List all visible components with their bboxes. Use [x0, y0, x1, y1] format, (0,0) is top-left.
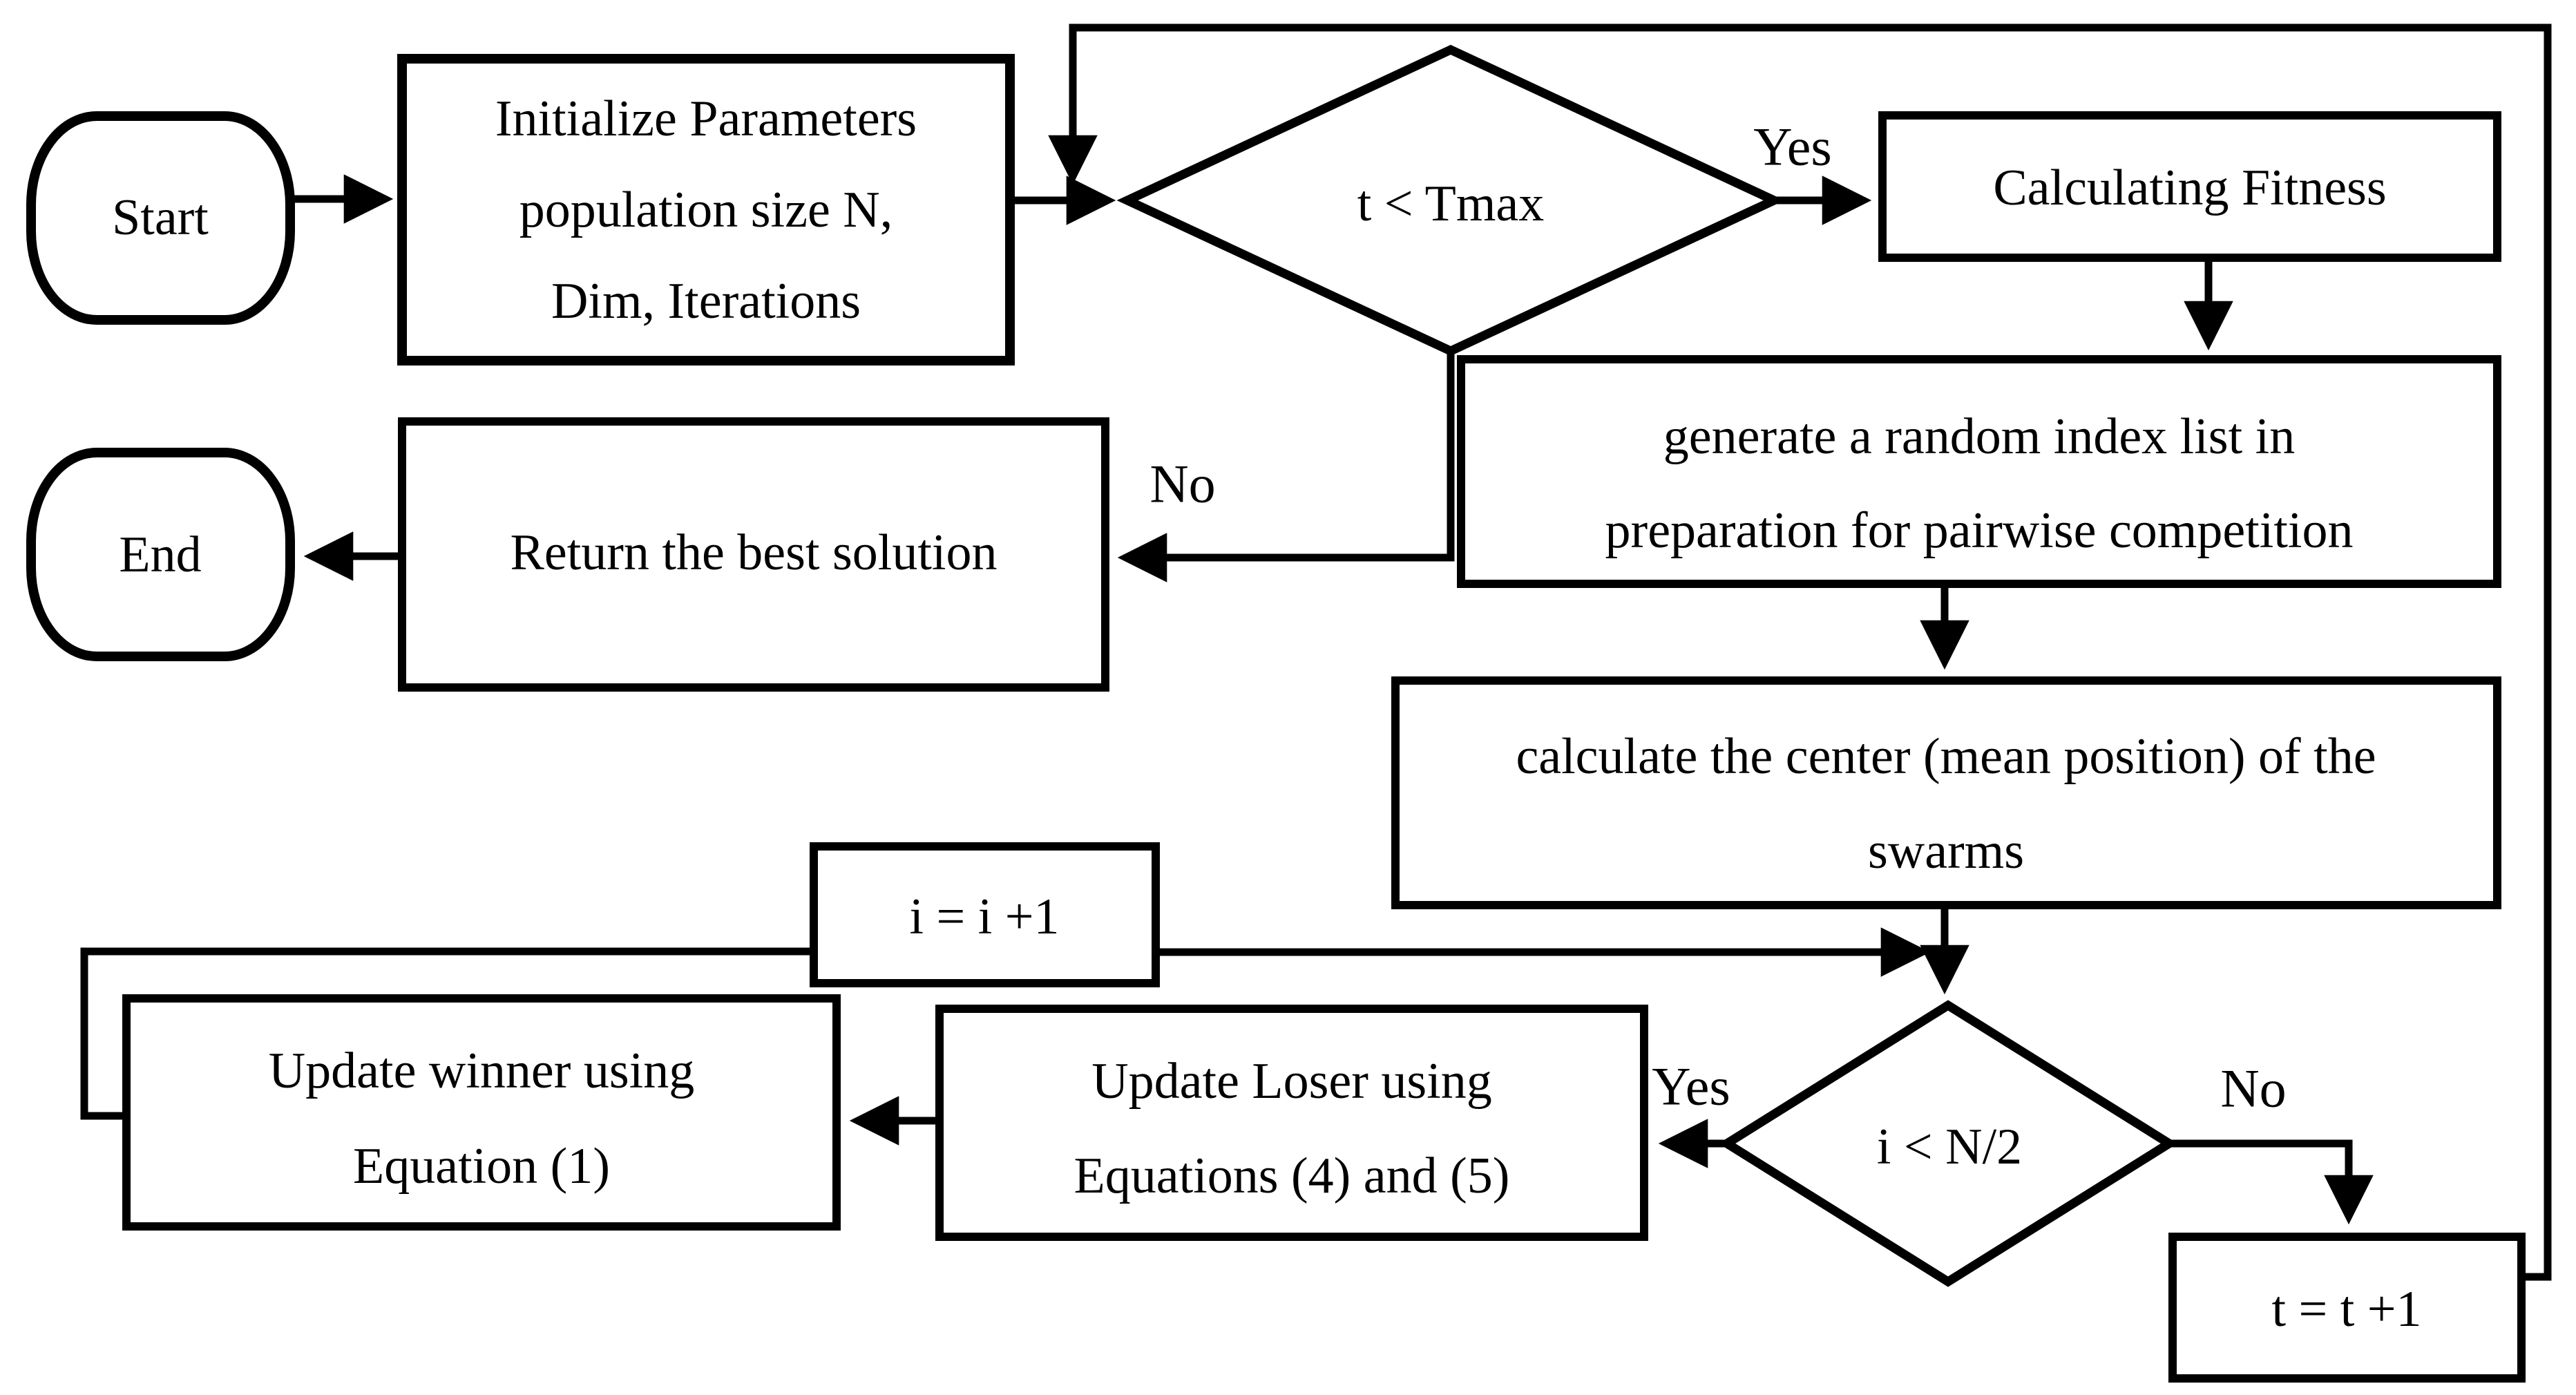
- edge-increment-t-loop-to-cond-tmax: [1048, 23, 2552, 1281]
- increment-i-node: [810, 842, 1160, 987]
- edge-cond-n2-no-to-increment-t: [2169, 1139, 2374, 1225]
- update-winner-line1: Update winner using: [269, 1043, 695, 1099]
- return-best-label: Return the best solution: [511, 524, 998, 581]
- calculate-center-line2: swarms: [1868, 823, 2024, 880]
- edge-update-winner-to-increment-i: [80, 947, 810, 1120]
- return-best-node: [398, 417, 1109, 692]
- start-label: Start: [112, 189, 209, 246]
- decision-i-n2-node: [1718, 1000, 2178, 1287]
- end-node: [26, 448, 295, 661]
- decision-i-n2-label: i < N/2: [1877, 1119, 2022, 1175]
- update-loser-node: [935, 1005, 1648, 1241]
- calculate-center-node: [1391, 676, 2501, 909]
- label-tmax-yes: Yes: [1753, 117, 1832, 177]
- label-tmax-no: No: [1149, 454, 1215, 514]
- update-winner-node: [122, 994, 841, 1231]
- init-parameters-node: [397, 54, 1015, 366]
- calculate-center-line1: calculate the center (mean position) of …: [1516, 728, 2376, 785]
- init-parameters-line1: Initialize Parameters: [495, 91, 917, 147]
- calculating-fitness-label: Calculating Fitness: [1993, 160, 2386, 216]
- edge-cond-tmax-no-to-return-best: [1117, 351, 1455, 582]
- increment-i-label: i = i +1: [909, 889, 1059, 945]
- update-loser-line2: Equations (4) and (5): [1074, 1148, 1510, 1204]
- random-index-line1: generate a random index list in: [1663, 408, 2295, 465]
- init-parameters-line3: Dim, Iterations: [551, 273, 861, 330]
- update-winner-line2: Equation (1): [353, 1138, 610, 1195]
- update-loser-line1: Update Loser using: [1091, 1053, 1492, 1110]
- increment-t-node: [2168, 1233, 2526, 1383]
- increment-t-label: t = t +1: [2271, 1281, 2421, 1338]
- calculating-fitness-node: [1878, 111, 2501, 262]
- init-parameters-line2: population size N,: [519, 182, 893, 238]
- random-index-line2: preparation for pairwise competition: [1605, 502, 2354, 559]
- random-index-node: [1457, 355, 2501, 588]
- label-n2-no: No: [2220, 1059, 2286, 1119]
- end-label: End: [119, 526, 201, 583]
- decision-t-tmax-label: t < Tmax: [1357, 175, 1545, 232]
- label-n2-yes: Yes: [1652, 1056, 1730, 1117]
- decision-t-tmax-node: [1116, 44, 1785, 357]
- start-node: [26, 111, 295, 325]
